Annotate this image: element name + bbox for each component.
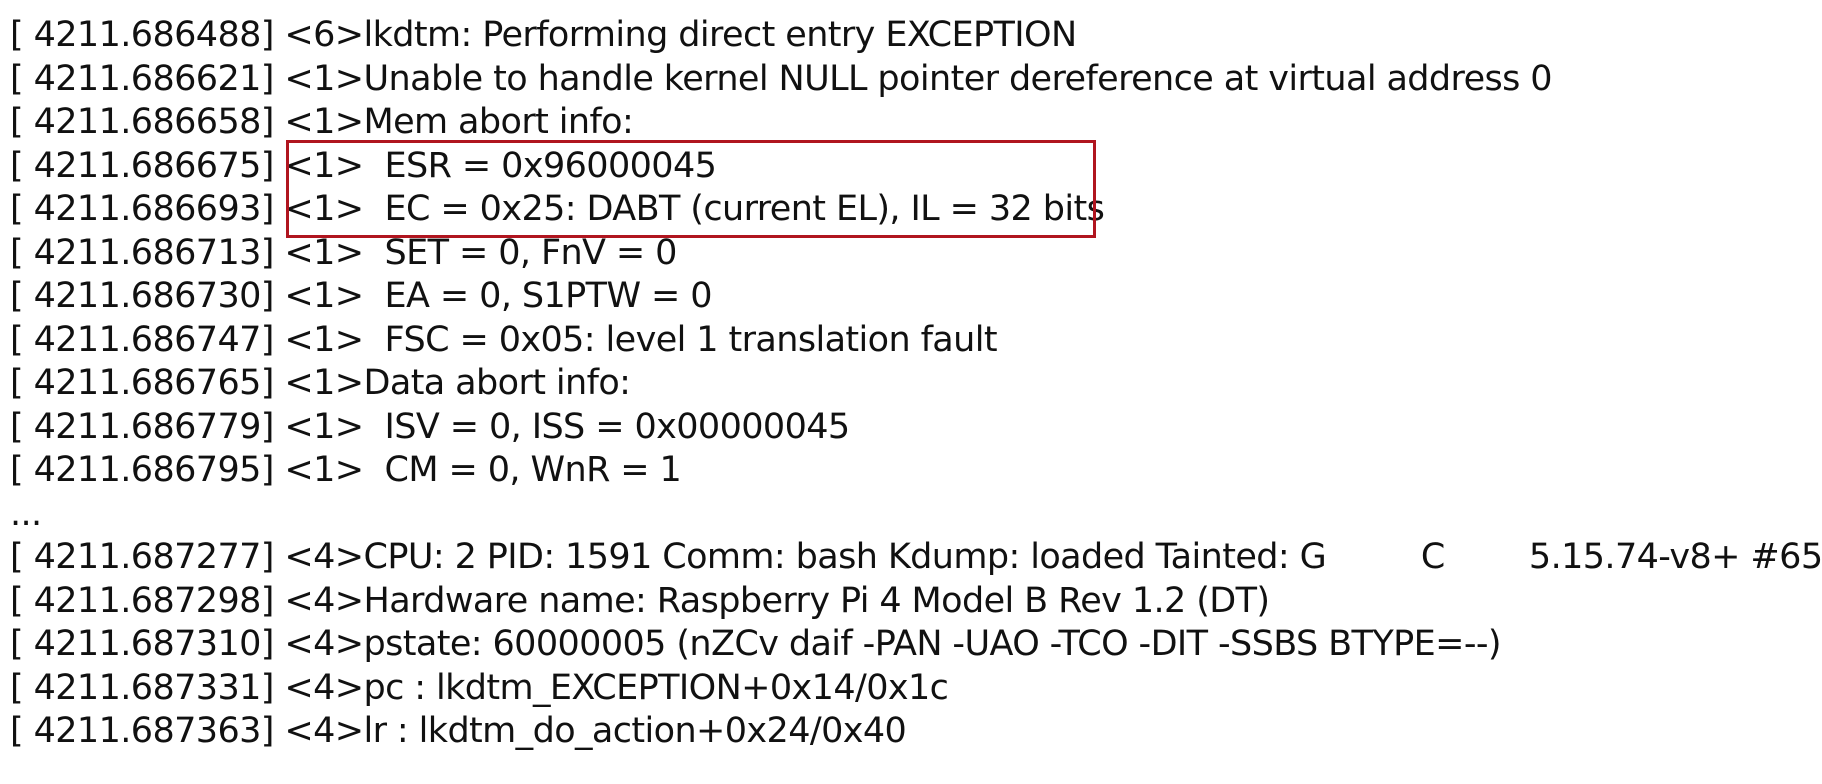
log-line: [ 4211.686779] <1> ISV = 0, ISS = 0x0000… — [10, 406, 1822, 450]
log-timestamp: [ 4211.686488] — [10, 15, 274, 55]
log-timestamp: [ 4211.686765] — [10, 363, 274, 403]
log-message: <1> FSC = 0x05: level 1 translation faul… — [273, 319, 997, 360]
log-timestamp: [ 4211.686693] — [10, 189, 274, 229]
log-line: [ 4211.686675] <1> ESR = 0x96000045 — [10, 145, 1822, 189]
log-message: <4>CPU: 2 PID: 1591 Comm: bash Kdump: lo… — [273, 537, 1822, 577]
log-message: <1> CM = 0, WnR = 1 — [273, 450, 682, 490]
log-timestamp: [ 4211.687363] — [10, 711, 274, 751]
log-message: <1>Mem abort info: — [273, 102, 634, 142]
log-message: <1> ESR = 0x96000045 — [273, 145, 717, 186]
kernel-log: [ 4211.686488] <6>lkdtm: Performing dire… — [10, 14, 1822, 754]
log-line: [ 4211.686621] <1>Unable to handle kerne… — [10, 58, 1822, 102]
log-message: <6>lkdtm: Performing direct entry EXCEPT… — [273, 15, 1077, 55]
log-line: [ 4211.686765] <1>Data abort info: — [10, 362, 1822, 406]
log-timestamp: [ 4211.687310] — [10, 624, 274, 664]
log-ellipsis-text: ... — [10, 493, 42, 534]
log-timestamp: [ 4211.687277] — [10, 537, 274, 577]
log-line: [ 4211.686658] <1>Mem abort info: — [10, 101, 1822, 145]
log-line: [ 4211.687277] <4>CPU: 2 PID: 1591 Comm:… — [10, 536, 1822, 580]
log-line: [ 4211.687310] <4>pstate: 60000005 (nZCv… — [10, 623, 1822, 667]
log-message: <4>Hardware name: Raspberry Pi 4 Model B… — [273, 580, 1270, 621]
log-message: <4>pstate: 60000005 (nZCv daif -PAN -UAO… — [273, 624, 1501, 664]
log-timestamp: [ 4211.686730] — [10, 276, 274, 316]
log-line: [ 4211.686747] <1> FSC = 0x05: level 1 t… — [10, 319, 1822, 363]
log-message: <1> EA = 0, S1PTW = 0 — [273, 276, 712, 316]
log-message: <1> SET = 0, FnV = 0 — [273, 232, 677, 273]
log-message: <1>Data abort info: — [273, 363, 631, 403]
log-timestamp: [ 4211.686747] — [10, 319, 274, 360]
log-timestamp: [ 4211.686795] — [10, 450, 274, 490]
log-line: [ 4211.686488] <6>lkdtm: Performing dire… — [10, 14, 1822, 58]
log-message: <1> ISV = 0, ISS = 0x00000045 — [273, 406, 850, 447]
log-timestamp: [ 4211.687298] — [10, 580, 274, 621]
log-message: <4>pc : lkdtm_EXCEPTION+0x14/0x1c — [273, 667, 949, 708]
log-timestamp: [ 4211.686658] — [10, 102, 274, 142]
log-timestamp: [ 4211.686779] — [10, 406, 274, 447]
log-line: [ 4211.686795] <1> CM = 0, WnR = 1 — [10, 449, 1822, 493]
log-message: <1> EC = 0x25: DABT (current EL), IL = 3… — [273, 189, 1105, 229]
log-line: [ 4211.687298] <4>Hardware name: Raspber… — [10, 580, 1822, 624]
log-ellipsis: ... — [10, 493, 1822, 537]
log-line: [ 4211.686693] <1> EC = 0x25: DABT (curr… — [10, 188, 1822, 232]
log-timestamp: [ 4211.686713] — [10, 232, 274, 273]
log-message: <4>lr : lkdtm_do_action+0x24/0x40 — [273, 711, 907, 751]
log-timestamp: [ 4211.687331] — [10, 667, 274, 708]
log-message: <1>Unable to handle kernel NULL pointer … — [273, 58, 1552, 99]
log-timestamp: [ 4211.686675] — [10, 145, 274, 186]
log-line: [ 4211.686730] <1> EA = 0, S1PTW = 0 — [10, 275, 1822, 319]
log-line: [ 4211.686713] <1> SET = 0, FnV = 0 — [10, 232, 1822, 276]
log-line: [ 4211.687363] <4>lr : lkdtm_do_action+0… — [10, 710, 1822, 754]
log-timestamp: [ 4211.686621] — [10, 58, 274, 99]
log-line: [ 4211.687331] <4>pc : lkdtm_EXCEPTION+0… — [10, 667, 1822, 711]
